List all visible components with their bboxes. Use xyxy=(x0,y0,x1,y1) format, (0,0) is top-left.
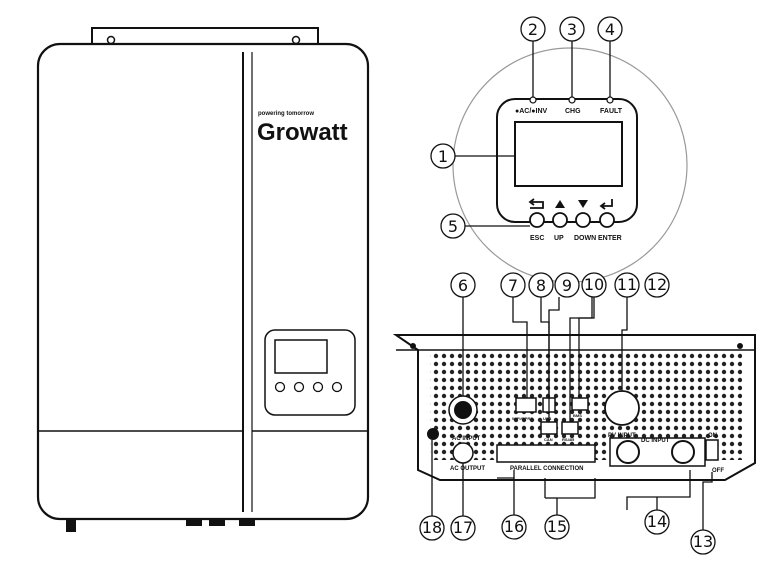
label-dc-input: DC INPUT xyxy=(641,438,670,444)
parallel-block xyxy=(496,444,596,463)
label-up: UP xyxy=(554,235,564,242)
chg-led xyxy=(568,96,576,104)
svg-text:18: 18 xyxy=(422,518,442,537)
bottom-foot-left xyxy=(66,518,76,532)
bms-port xyxy=(571,397,589,411)
label-enter: ENTER xyxy=(598,235,622,242)
callout-7: 7 xyxy=(500,272,526,298)
callout-13: 13 xyxy=(690,529,716,555)
callout-14: 14 xyxy=(644,509,670,535)
callout-6: 6 xyxy=(450,272,476,298)
esc-button[interactable] xyxy=(529,212,545,228)
label-pv-input: PV INPUT xyxy=(608,433,636,439)
label-off: OFF xyxy=(712,468,724,474)
svg-text:14: 14 xyxy=(647,512,667,531)
ac-output-connector xyxy=(452,442,474,464)
fault-led xyxy=(606,96,614,104)
callout-11: 11 xyxy=(614,272,640,298)
svg-text:4: 4 xyxy=(605,20,615,39)
svg-text:11: 11 xyxy=(617,275,637,294)
mini-panel-frame xyxy=(264,329,356,416)
svg-text:15: 15 xyxy=(547,517,567,536)
inverter-front-view xyxy=(36,27,370,532)
callout-17: 17 xyxy=(450,515,476,541)
mounting-bracket xyxy=(91,27,319,45)
mini-lcd xyxy=(274,339,328,374)
label-on: ON xyxy=(708,433,717,439)
power-switch xyxy=(705,439,719,461)
svg-text:8: 8 xyxy=(536,276,546,295)
label-down: DOWN xyxy=(574,235,596,242)
bottom-housing xyxy=(392,334,756,481)
up-button[interactable] xyxy=(552,212,568,228)
brand-logo: Growatt xyxy=(257,119,348,146)
down-button[interactable] xyxy=(575,212,591,228)
pv-input-connector xyxy=(604,390,640,426)
svg-text:5: 5 xyxy=(448,217,458,236)
inverter-body xyxy=(36,42,370,521)
svg-text:6: 6 xyxy=(458,276,468,295)
svg-text:9: 9 xyxy=(562,276,572,295)
svg-text:16: 16 xyxy=(504,517,524,536)
label-esc: ESC xyxy=(530,235,544,242)
callout-15: 15 xyxy=(544,514,570,540)
label-can: CAN xyxy=(544,437,553,442)
zoom-circle xyxy=(452,47,688,283)
label-usb: USB xyxy=(543,416,552,421)
enter-arrow-icon xyxy=(599,199,613,210)
callout-16: 16 xyxy=(501,514,527,540)
svg-text:1: 1 xyxy=(438,147,448,166)
callout-2: 2 xyxy=(520,16,546,42)
callout-8: 8 xyxy=(528,272,554,298)
callout-4: 4 xyxy=(597,16,623,42)
callout-10: 10 xyxy=(581,272,607,298)
callout-5: 5 xyxy=(440,213,466,239)
label-ac-input: AC INPUT xyxy=(452,436,481,442)
can-port xyxy=(540,421,558,435)
svg-text:10: 10 xyxy=(584,275,604,294)
leader-lines xyxy=(431,41,713,530)
mount-hole-left xyxy=(106,35,116,45)
label-wifi: WIFI/GPRS xyxy=(512,416,533,421)
label-fault: FAULT xyxy=(600,108,623,115)
svg-text:13: 13 xyxy=(693,532,713,551)
svg-text:17: 17 xyxy=(453,518,473,537)
callout-3: 3 xyxy=(559,16,585,42)
label-bms: BMS xyxy=(573,413,582,418)
ac-inv-led xyxy=(529,96,537,104)
label-chg: CHG xyxy=(565,108,581,115)
label-rs485: RS485 xyxy=(562,437,575,442)
grounding-screw xyxy=(427,428,439,440)
callout-1: 1 xyxy=(430,143,456,169)
svg-text:7: 7 xyxy=(508,276,518,295)
wifi-port xyxy=(515,397,537,413)
label-ac-inv: ●AC/●INV xyxy=(515,108,548,115)
inverter-bottom-view xyxy=(392,334,756,481)
rs485-port xyxy=(561,421,579,435)
lcd-screen xyxy=(514,121,623,187)
svg-text:12: 12 xyxy=(647,275,667,294)
down-triangle-icon xyxy=(578,200,588,208)
back-arrow-icon xyxy=(528,198,544,209)
callout-18: 18 xyxy=(419,515,445,541)
up-triangle-icon xyxy=(555,200,565,208)
panel-zoom-view xyxy=(452,47,688,283)
callout-12: 12 xyxy=(644,272,670,298)
label-ac-output: AC OUTPUT xyxy=(450,466,485,472)
svg-text:2: 2 xyxy=(528,20,538,39)
callout-9: 9 xyxy=(554,272,580,298)
label-parallel: PARALLEL CONNECTION xyxy=(510,466,583,472)
mount-hole-right xyxy=(291,35,301,45)
brand-tagline: powering tomorrow xyxy=(258,111,314,117)
panel-frame xyxy=(496,98,638,223)
svg-text:3: 3 xyxy=(567,20,577,39)
enter-button[interactable] xyxy=(599,212,615,228)
